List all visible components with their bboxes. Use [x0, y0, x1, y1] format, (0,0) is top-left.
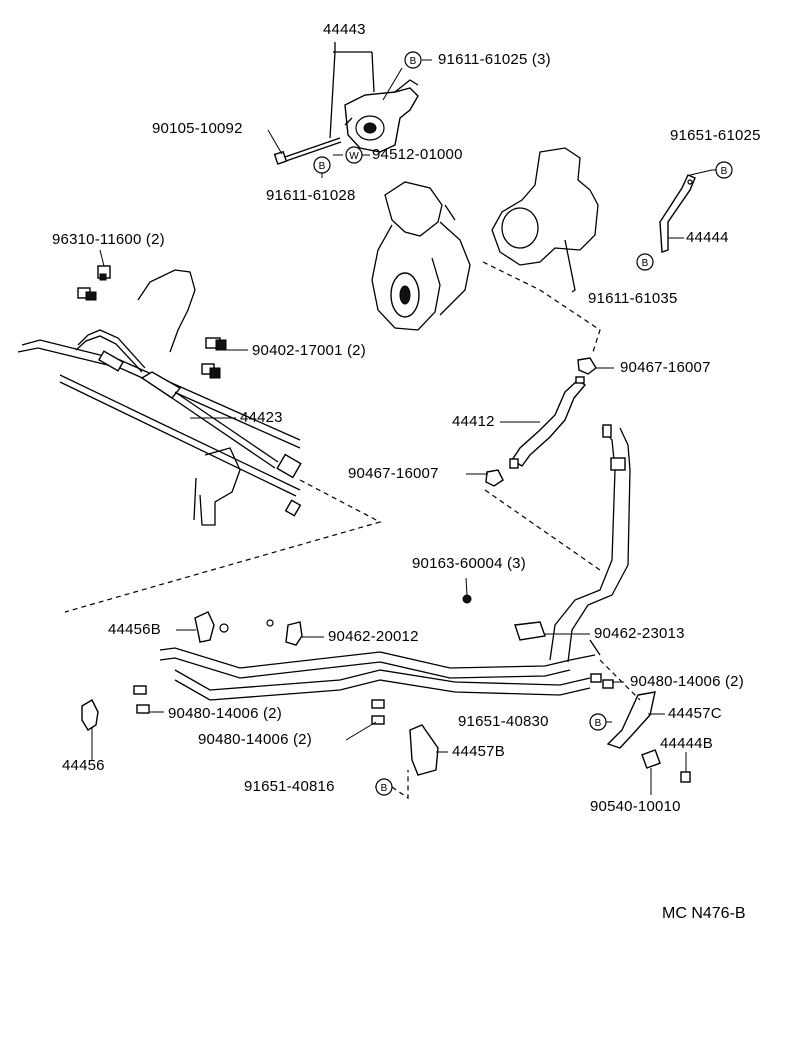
svg-text:B: B: [319, 161, 326, 172]
label-44457C: 44457C: [668, 705, 722, 722]
label-90480-14006-left: 90480-14006 (2): [168, 705, 282, 722]
bolt-symbol-icon: B: [404, 51, 422, 69]
clamp-90467-16007-upper[interactable]: [577, 357, 597, 375]
bolt-symbol-icon: B: [715, 161, 733, 179]
bolt-symbol-icon: B: [589, 713, 607, 731]
cushion-90480-14006-a[interactable]: [590, 673, 614, 689]
diagram-code: MC N476-B: [662, 905, 746, 922]
label-90540-10010: 90540-10010: [590, 798, 681, 815]
label-44444B: 44444B: [660, 735, 713, 752]
clamp-44456[interactable]: [81, 699, 99, 731]
hose-44412[interactable]: [509, 376, 587, 469]
cushion-90480-14006-c[interactable]: [371, 699, 385, 725]
bolt-symbol-icon: B: [313, 156, 331, 174]
label-44457B: 44457B: [452, 743, 505, 760]
steering-gear-sketch: [17, 269, 301, 526]
label-91651-40830: 91651-40830: [458, 713, 549, 730]
power-steering-pump-sketch: [371, 181, 471, 331]
label-90480-14006-right: 90480-14006 (2): [630, 673, 744, 690]
cushion-44444B[interactable]: [680, 771, 691, 783]
clamp-90462-20012[interactable]: [266, 619, 303, 646]
label-94512-01000: 94512-01000: [372, 146, 463, 163]
pressure-line-44423[interactable]: [75, 329, 302, 517]
washer-symbol-icon: W: [345, 146, 363, 164]
clamp-90462-23013[interactable]: [514, 621, 546, 641]
label-91651-61025: 91651-61025: [670, 127, 761, 144]
label-44444: 44444: [686, 229, 729, 246]
rod-44444[interactable]: [659, 174, 696, 253]
svg-text:W: W: [349, 151, 359, 162]
clamp-44456B[interactable]: [194, 611, 229, 643]
label-90467-16007-lower: 90467-16007: [348, 465, 439, 482]
svg-text:B: B: [410, 56, 417, 67]
engine-block-sketch: [491, 147, 599, 293]
bolt-symbol-icon: B: [636, 253, 654, 271]
cushion-90540-10010[interactable]: [641, 749, 661, 769]
bolt-90105-10092[interactable]: [273, 137, 342, 165]
label-91611-61025: 91611-61025 (3): [438, 51, 551, 68]
label-90462-20012: 90462-20012: [328, 628, 419, 645]
label-90480-14006-center: 90480-14006 (2): [198, 731, 312, 748]
label-96310-11600: 96310-11600 (2): [52, 231, 165, 248]
bracket-44457C[interactable]: [606, 691, 656, 749]
bolt-symbol-icon: B: [375, 778, 393, 796]
label-91611-61028: 91611-61028: [266, 187, 356, 204]
label-44456B: 44456B: [108, 621, 161, 638]
union-bolts-96310-11600[interactable]: [77, 265, 111, 301]
pump-bracket-44443[interactable]: [344, 79, 419, 153]
label-44423: 44423: [240, 409, 283, 426]
svg-text:B: B: [721, 166, 728, 177]
label-44456: 44456: [62, 757, 105, 774]
svg-text:B: B: [381, 783, 388, 794]
lower-tubes[interactable]: [159, 639, 601, 701]
label-90462-23013: 90462-23013: [594, 625, 685, 642]
bolt-90163-60004[interactable]: [462, 594, 472, 604]
clamp-90467-16007-lower[interactable]: [485, 469, 504, 487]
cushion-90480-14006-b[interactable]: [133, 685, 150, 714]
label-44443: 44443: [323, 21, 366, 38]
label-90402-17001: 90402-17001 (2): [252, 342, 366, 359]
svg-text:B: B: [595, 718, 602, 729]
union-bolts-90402-17001[interactable]: [201, 337, 227, 379]
bracket-44457B[interactable]: [409, 724, 439, 776]
label-90467-16007-upper: 90467-16007: [620, 359, 711, 376]
return-tube[interactable]: [549, 424, 631, 663]
label-91651-40816: 91651-40816: [244, 778, 335, 795]
label-90105-10092: 90105-10092: [152, 120, 243, 137]
label-91611-61035: 91611-61035: [588, 290, 678, 307]
label-44412: 44412: [452, 413, 495, 430]
label-90163-60004: 90163-60004 (3): [412, 555, 526, 572]
svg-text:B: B: [642, 258, 649, 269]
